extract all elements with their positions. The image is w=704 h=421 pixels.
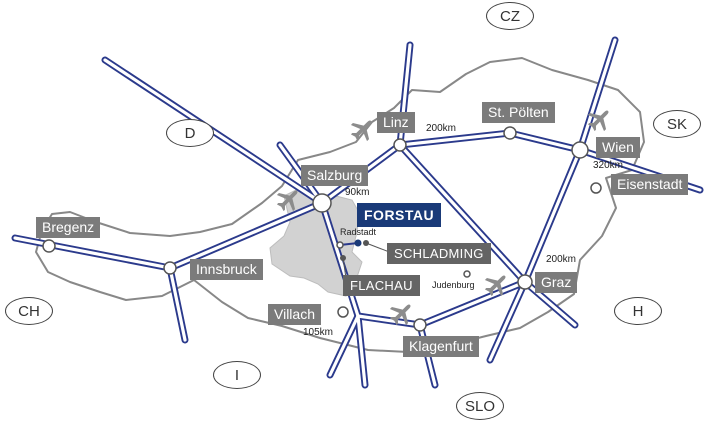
flachau-leader — [342, 257, 347, 279]
distance-graz: 200km — [546, 254, 577, 265]
country-slo: SLO — [456, 392, 504, 420]
town-label-judenburg: Judenburg — [432, 280, 475, 290]
country-cz: CZ — [486, 2, 534, 30]
city-label-eisenstadt: Eisenstadt — [611, 174, 689, 195]
node-villach — [337, 306, 349, 318]
node-innsbruck — [163, 261, 177, 275]
node-bregenz — [42, 239, 56, 253]
node-st-poelten — [503, 126, 517, 140]
town-label-radstadt: Radstadt — [340, 227, 377, 237]
city-label-villach: Villach — [268, 304, 321, 325]
node-wien — [571, 141, 589, 159]
city-label-salzburg: Salzburg — [301, 165, 369, 186]
country-h: H — [614, 297, 662, 325]
node-linz — [393, 138, 407, 152]
country-i: I — [213, 361, 261, 389]
city-label-innsbruck: Innsbruck — [190, 259, 263, 280]
node-eisenstadt — [590, 182, 602, 194]
destination-label-forstau: FORSTAU — [357, 203, 442, 227]
distance-wien: 320km — [593, 160, 624, 171]
city-label-linz: Linz — [377, 112, 415, 133]
node-radstadt — [336, 241, 344, 249]
city-label-st-poelten: St. Pölten — [482, 102, 555, 123]
distance-linz: 200km — [426, 123, 457, 134]
country-ch: CH — [5, 297, 53, 325]
distance-salzburg: 90km — [345, 187, 370, 198]
region-label-schladming: SCHLADMING — [387, 243, 491, 264]
city-label-bregenz: Bregenz — [36, 217, 101, 238]
city-nodes — [42, 126, 602, 332]
country-d: D — [166, 119, 214, 147]
distance-villach: 105km — [303, 327, 334, 338]
node-klagenfurt — [413, 318, 427, 332]
city-label-wien: Wien — [596, 137, 640, 158]
region-label-flachau: FLACHAU — [343, 275, 420, 296]
node-judenburg — [463, 270, 471, 278]
node-salzburg — [312, 193, 332, 213]
city-label-klagenfurt: Klagenfurt — [403, 336, 479, 357]
country-sk: SK — [653, 110, 701, 138]
city-label-graz: Graz — [535, 272, 578, 293]
node-forstau — [354, 239, 362, 247]
node-graz — [517, 274, 533, 290]
